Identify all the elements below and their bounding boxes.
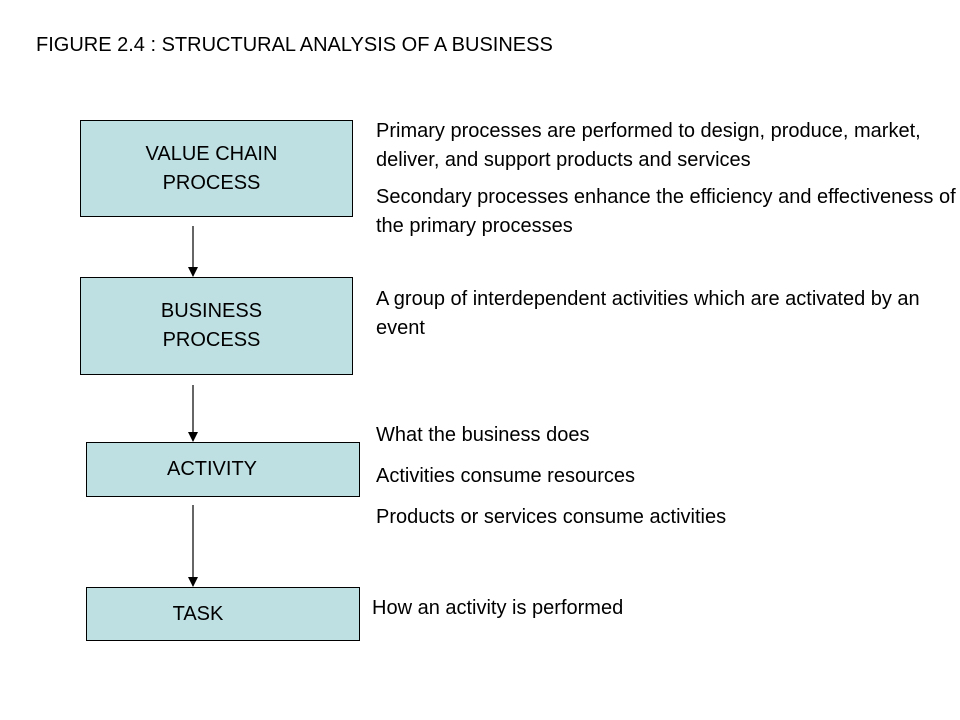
activity-products-text: Products or services consume activities bbox=[376, 506, 727, 528]
value-chain-descriptions: Primary processes are performed to desig… bbox=[376, 117, 956, 241]
primary-processes-text: Primary processes are performed to desig… bbox=[376, 120, 921, 171]
value-chain-process-label: VALUE CHAIN PROCESS bbox=[145, 142, 278, 194]
business-process-label: BUSINESS PROCESS bbox=[160, 300, 263, 351]
activity-descriptions: What the business does Activities consum… bbox=[376, 421, 936, 532]
secondary-processes-text: Secondary processes enhance the efficien… bbox=[376, 186, 956, 237]
task-label: TASK bbox=[172, 602, 224, 625]
task-definition-text: How an activity is performed bbox=[372, 597, 624, 619]
activity-label: ACTIVITY bbox=[166, 458, 257, 480]
task-descriptions: How an activity is performed bbox=[372, 594, 932, 623]
figure-title: FIGURE 2.4 : STRUCTURAL ANALYSIS OF A BU… bbox=[36, 34, 553, 56]
activity-what-text: What the business does bbox=[376, 424, 590, 446]
value-chain-process-box: VALUE CHAIN PROCESS bbox=[80, 120, 353, 217]
business-process-definition-text: A group of interdependent activities whi… bbox=[376, 288, 920, 339]
business-process-descriptions: A group of interdependent activities whi… bbox=[376, 285, 936, 343]
activity-box: ACTIVITY bbox=[86, 442, 360, 497]
activity-resources-text: Activities consume resources bbox=[376, 465, 635, 487]
task-box: TASK bbox=[86, 587, 360, 641]
business-process-box: BUSINESS PROCESS bbox=[80, 277, 353, 375]
